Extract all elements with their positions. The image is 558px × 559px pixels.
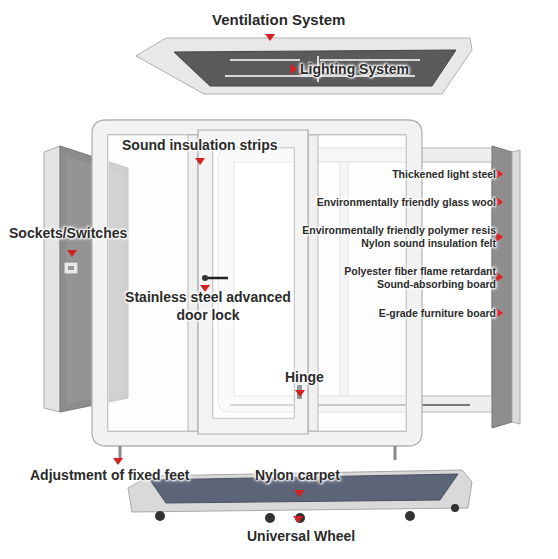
fixed-foot xyxy=(394,446,397,460)
marker xyxy=(290,64,297,74)
part-label: Polyester fiber flame retardant Sound-ab… xyxy=(328,265,496,291)
door-lock xyxy=(202,275,208,281)
socket-plate xyxy=(64,262,78,274)
markers xyxy=(67,34,503,523)
marker xyxy=(293,516,303,523)
door-frame xyxy=(198,130,308,434)
part-label: Hinge xyxy=(285,369,324,387)
part-label: E-grade furniture board xyxy=(379,307,496,320)
part-label: Environmentally friendly glass wool xyxy=(317,196,496,209)
part-label: Environmentally friendly polymer resis N… xyxy=(298,224,496,250)
glass-pane xyxy=(108,135,195,431)
marker xyxy=(496,272,503,282)
part-label: Sockets/Switches xyxy=(9,225,127,243)
part-label: Adjustment of fixed feet xyxy=(30,467,189,485)
part-label: Sound insulation strips xyxy=(122,137,278,155)
part-label: Ventilation System xyxy=(212,11,345,30)
frame-bar xyxy=(308,135,318,431)
marker xyxy=(294,490,304,497)
marker xyxy=(67,250,77,257)
light-strip xyxy=(320,59,420,61)
marker xyxy=(496,308,503,318)
door-glass xyxy=(213,148,294,418)
panel-edge xyxy=(512,150,520,424)
wheel xyxy=(451,504,459,512)
part-label: Nylon carpet xyxy=(255,467,340,485)
roof-shell xyxy=(136,38,472,94)
ceiling-felt xyxy=(174,50,456,86)
frame-bar xyxy=(188,135,198,431)
light-strip xyxy=(230,59,300,61)
fixed-foot xyxy=(119,446,122,460)
wheel xyxy=(155,511,165,521)
wheel xyxy=(265,513,275,523)
marker xyxy=(295,390,305,397)
marker xyxy=(265,34,275,41)
roof xyxy=(136,38,472,94)
marker xyxy=(496,169,503,179)
front-frame xyxy=(92,120,422,460)
frame-bar xyxy=(92,120,422,446)
part-label: Lighting System xyxy=(300,61,409,79)
marker xyxy=(195,158,205,165)
part-label: Stainless steel advanced door lock xyxy=(116,289,300,324)
marker xyxy=(113,458,123,465)
marker xyxy=(496,232,503,242)
part-label: Universal Wheel xyxy=(247,528,355,546)
marker xyxy=(496,197,503,207)
socket-slot xyxy=(68,266,74,270)
panel-edge xyxy=(44,146,60,412)
right-panel xyxy=(492,146,520,428)
part-label: Thickened light steel xyxy=(392,168,496,181)
wheel xyxy=(405,511,415,521)
